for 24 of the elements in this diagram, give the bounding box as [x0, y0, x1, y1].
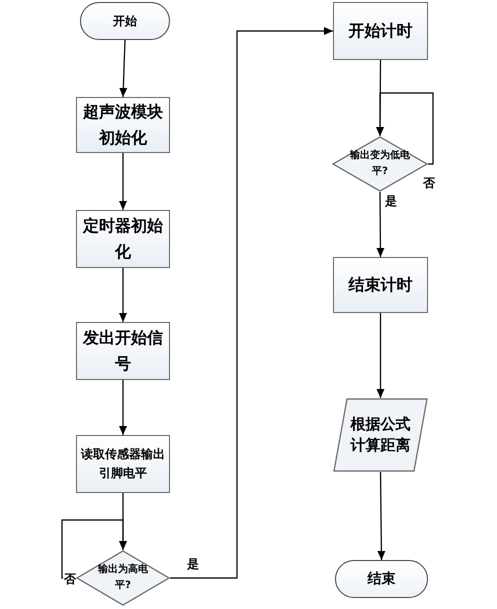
- edge-label: 是: [384, 194, 398, 208]
- arrow: [376, 192, 384, 257]
- arrow: [376, 92, 434, 165]
- edge-label: 否: [63, 572, 77, 586]
- arrow: [119, 40, 128, 98]
- arrow: [119, 153, 127, 210]
- process-box: 超声波模块初始化: [76, 97, 170, 153]
- process-box: 读取传感器输出引脚电平: [76, 435, 170, 493]
- terminal-shape: 结束: [335, 560, 428, 598]
- arrow: [376, 313, 384, 398]
- process-box: 发出开始信号: [76, 322, 170, 380]
- arrow: [170, 27, 333, 579]
- arrow: [61, 519, 127, 579]
- decision-diamond: 输出为高电平?: [76, 550, 170, 606]
- arrow: [119, 268, 127, 322]
- data-parallelogram: 根据公式计算距离: [333, 398, 428, 472]
- process-box: 定时器初始化: [76, 210, 170, 268]
- arrow: [119, 380, 127, 435]
- arrow: [377, 472, 386, 560]
- process-box: 开始计时: [333, 2, 428, 60]
- process-box: 结束计时: [333, 257, 428, 313]
- edge-label: 否: [422, 176, 436, 190]
- terminal-shape: 开始: [80, 2, 170, 40]
- edge-label: 是: [186, 557, 200, 571]
